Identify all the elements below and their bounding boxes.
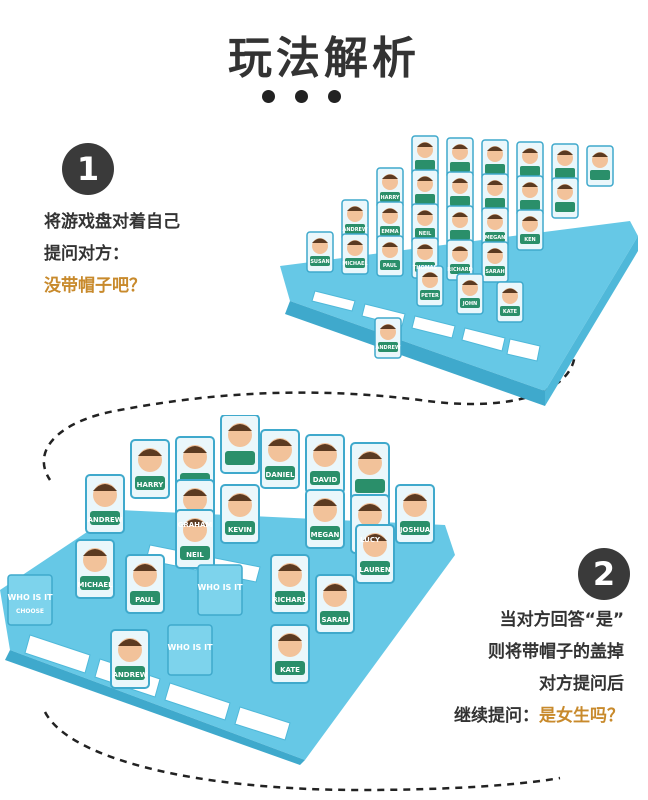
name-label: ANDREW [343,227,368,233]
name-label: HARRY [380,195,399,201]
board1-tray-edge [285,301,545,406]
name-label: JOHN [462,301,477,307]
name-label: RICHARD [447,267,472,273]
name-label: THOMAS [413,265,438,271]
name-label: MEGAN [485,235,506,241]
name-label: GRAHAM [178,521,213,529]
name-label: JOSHUA [399,526,431,534]
name-label: PAUL [383,263,398,269]
name-label: HARRY [137,481,165,489]
name-label: PAUL [135,596,155,604]
name-label: RICHARD [272,596,308,604]
name-label: NEIL [186,551,204,559]
name-label: KATE [503,309,518,315]
game-board-1: HARRY ANDREW EMMA NEIL MEGAN KEN SUSAN M… [280,135,638,406]
step1-number: 1 [62,143,114,195]
step1-number-text: 1 [76,150,100,188]
dot [295,90,308,103]
step1-highlight: 没带帽子吧？ [44,276,146,296]
name-label: NEIL [419,231,432,237]
title-dots [262,90,341,103]
name-label: SARAH [321,616,348,624]
card-back-text: WHO IS IT [7,593,53,602]
step2-line4: 继续提问：是女生吗？ [454,700,624,732]
name-label: KATE [280,666,300,674]
dot [262,90,275,103]
name-label: ANDREW [113,671,148,679]
step2-text: 当对方回答“是” 则将带帽子的盖掉 对方提问后 继续提问：是女生吗？ [454,604,624,732]
step2-number-text: 2 [592,555,616,593]
board1-names: HARRY ANDREW EMMA NEIL MEGAN KEN SUSAN M… [310,195,535,351]
name-label: MICHAEL [342,261,368,267]
board2-tray-edge [5,650,305,765]
card-back-text: WHO IS IT [167,643,213,652]
name-label: EMMA [381,229,398,235]
board1-tray-side [545,236,638,406]
name-label: DAVID [313,476,338,484]
board2-card-backs: WHO IS IT CHOOSE WHO IS IT WHO IS IT [7,583,243,652]
step2-line3: 对方提问后 [539,674,624,694]
name-label: MICHAEL [77,581,113,589]
dot [328,90,341,103]
name-label: PETER [421,293,439,299]
step2-line2: 则将带帽子的盖掉 [488,642,624,662]
step2-line4-prefix: 继续提问： [454,706,539,726]
game-board-2: HARRY DANIEL DAVID ANDREW GRAHAM KEVIN M… [0,415,455,765]
name-label: KEN [524,237,535,243]
name-label: SARAH [485,269,504,275]
step2-line1: 当对方回答“是” [499,610,624,630]
card-back-text: CHOOSE [16,608,44,615]
name-label: ANDREW [88,516,123,524]
name-label: KEVIN [228,526,252,534]
card-back-text: WHO IS IT [197,583,243,592]
step1-line2: 提问对方： [44,244,129,264]
board2-names: HARRY DANIEL DAVID ANDREW GRAHAM KEVIN M… [77,471,430,679]
name-label: DANIEL [266,471,295,479]
step2-number: 2 [578,548,630,600]
name-label: ANDREW [376,345,401,351]
page-title: 玩法解析 [228,33,420,84]
step2-highlight: 是女生吗？ [539,706,624,726]
name-label: SUSAN [310,259,329,265]
name-label: LAUREN [359,566,391,574]
step1-line1: 将游戏盘对着自己 [44,212,180,232]
name-label: LUCY [360,536,381,544]
name-label: MEGAN [311,531,340,539]
step1-text: 将游戏盘对着自己 提问对方： 没带帽子吧？ [44,206,180,302]
